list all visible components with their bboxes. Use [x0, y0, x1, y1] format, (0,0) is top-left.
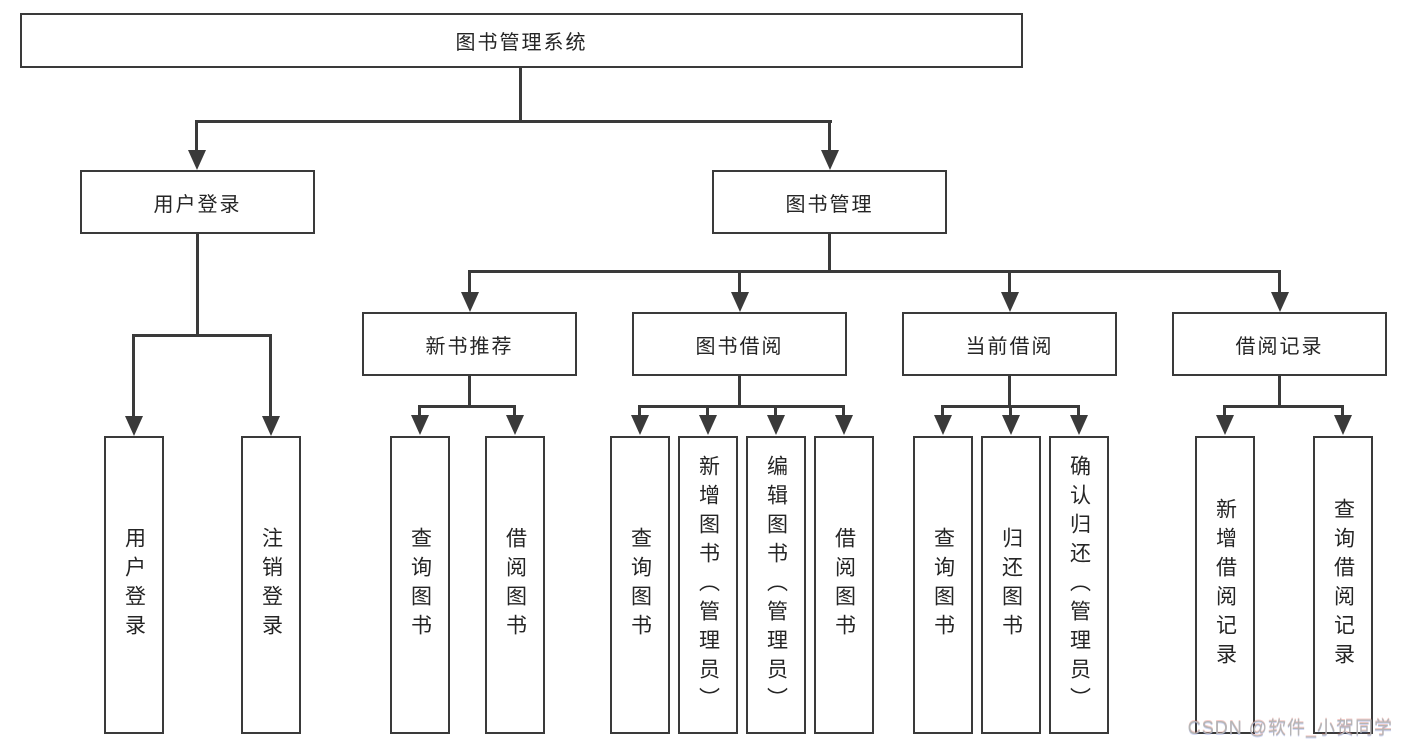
leaf-br-add-record: 新增借阅记录 — [1195, 436, 1255, 734]
connector-line-v — [1278, 270, 1281, 294]
leaf-login-label: 用户登录 — [122, 527, 146, 643]
connector-line-v — [842, 405, 845, 417]
arrowhead-down-icon — [699, 415, 717, 435]
connector-line-v — [828, 120, 831, 152]
arrowhead-down-icon — [835, 415, 853, 435]
connector-line-v — [1008, 376, 1011, 407]
node-new-book-recommend: 新书推荐 — [362, 312, 577, 376]
node-borrowing-records-label: 借阅记录 — [1235, 335, 1324, 358]
leaf-cb-confirm-return-admin-label: 确认归还（管理员） — [1067, 454, 1091, 716]
leaf-nb-query-books: 查询图书 — [390, 436, 450, 734]
connector-line-h — [468, 270, 1281, 273]
watermark: CSDN @软件_小贺同学 — [1187, 718, 1393, 738]
connector-line-v — [468, 270, 471, 294]
connector-line-v — [638, 405, 641, 417]
leaf-cb-return-books: 归还图书 — [981, 436, 1041, 734]
connector-line-h — [638, 405, 845, 408]
connector-line-h — [418, 405, 516, 408]
leaf-br-query-record-label: 查询借阅记录 — [1331, 498, 1355, 672]
connector-line-v — [269, 334, 272, 417]
leaf-bb-query-books: 查询图书 — [610, 436, 670, 734]
arrowhead-down-icon — [1271, 292, 1289, 312]
arrowhead-down-icon — [1002, 415, 1020, 435]
connector-line-v — [706, 405, 709, 417]
leaf-bb-add-books-admin: 新增图书（管理员） — [678, 436, 738, 734]
leaf-nb-query-books-label: 查询图书 — [408, 527, 432, 643]
connector-line-h — [1223, 405, 1344, 408]
node-user-login: 用户登录 — [80, 170, 315, 234]
leaf-bb-query-books-label: 查询图书 — [628, 527, 652, 643]
arrowhead-down-icon — [631, 415, 649, 435]
leaf-bb-borrow-books: 借阅图书 — [814, 436, 874, 734]
arrowhead-down-icon — [125, 416, 143, 436]
arrowhead-down-icon — [188, 150, 206, 170]
leaf-cb-return-books-label: 归还图书 — [999, 527, 1023, 643]
arrowhead-down-icon — [731, 292, 749, 312]
leaf-cb-confirm-return-admin: 确认归还（管理员） — [1049, 436, 1109, 734]
leaf-logout-label: 注销登录 — [259, 527, 283, 643]
arrowhead-down-icon — [262, 416, 280, 436]
leaf-bb-borrow-books-label: 借阅图书 — [832, 527, 856, 643]
leaf-br-query-record: 查询借阅记录 — [1313, 436, 1373, 734]
node-root: 图书管理系统 — [20, 13, 1023, 68]
connector-line-v — [196, 234, 199, 336]
leaf-cb-query-books: 查询图书 — [913, 436, 973, 734]
node-book-borrowing: 图书借阅 — [632, 312, 847, 376]
arrowhead-down-icon — [934, 415, 952, 435]
node-book-management: 图书管理 — [712, 170, 947, 234]
connector-line-v — [519, 68, 522, 122]
connector-line-v — [1008, 270, 1011, 294]
connector-line-h — [195, 120, 832, 123]
arrowhead-down-icon — [506, 415, 524, 435]
leaf-bb-edit-books-admin: 编辑图书（管理员） — [746, 436, 806, 734]
leaf-logout: 注销登录 — [241, 436, 301, 734]
arrowhead-down-icon — [1216, 415, 1234, 435]
node-borrowing-records: 借阅记录 — [1172, 312, 1387, 376]
arrowhead-down-icon — [1001, 292, 1019, 312]
connector-line-v — [132, 334, 135, 417]
connector-line-v — [1009, 405, 1012, 417]
leaf-bb-edit-books-admin-label: 编辑图书（管理员） — [764, 454, 788, 716]
leaf-nb-borrow-books: 借阅图书 — [485, 436, 545, 734]
connector-line-v — [738, 270, 741, 294]
connector-line-v — [513, 405, 516, 417]
arrowhead-down-icon — [1334, 415, 1352, 435]
connector-line-v — [418, 405, 421, 417]
arrowhead-down-icon — [821, 150, 839, 170]
connector-line-v — [1223, 405, 1226, 417]
connector-line-v — [1077, 405, 1080, 417]
leaf-br-add-record-label: 新增借阅记录 — [1213, 498, 1237, 672]
connector-line-v — [468, 376, 471, 407]
leaf-bb-add-books-admin-label: 新增图书（管理员） — [696, 454, 720, 716]
connector-line-h — [132, 334, 272, 337]
node-new-book-recommend-label: 新书推荐 — [425, 335, 514, 358]
connector-line-v — [774, 405, 777, 417]
leaf-cb-query-books-label: 查询图书 — [931, 527, 955, 643]
arrowhead-down-icon — [767, 415, 785, 435]
node-book-management-label: 图书管理 — [785, 193, 874, 216]
arrowhead-down-icon — [461, 292, 479, 312]
connector-line-v — [738, 376, 741, 407]
arrowhead-down-icon — [1070, 415, 1088, 435]
arrowhead-down-icon — [411, 415, 429, 435]
leaf-nb-borrow-books-label: 借阅图书 — [503, 527, 527, 643]
node-current-borrowing-label: 当前借阅 — [965, 335, 1054, 358]
leaf-login: 用户登录 — [104, 436, 164, 734]
node-root-label: 图书管理系统 — [455, 32, 588, 54]
node-book-borrowing-label: 图书借阅 — [695, 335, 784, 358]
connector-line-v — [195, 120, 198, 152]
node-current-borrowing: 当前借阅 — [902, 312, 1117, 376]
connector-line-v — [1278, 376, 1281, 407]
connector-line-v — [1341, 405, 1344, 417]
connector-line-v — [828, 234, 831, 272]
connector-line-v — [941, 405, 944, 417]
node-user-login-label: 用户登录 — [153, 193, 242, 216]
